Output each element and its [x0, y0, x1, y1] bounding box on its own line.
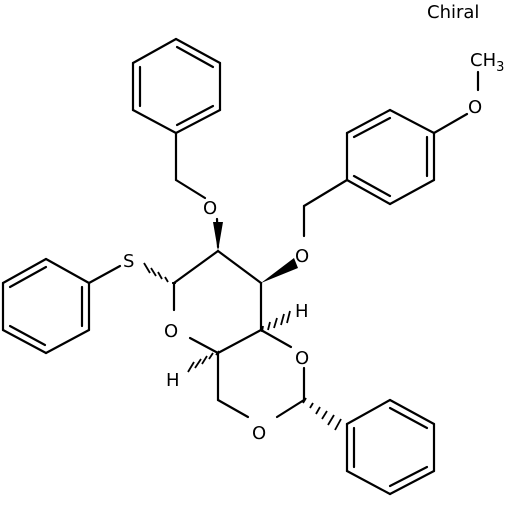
wedge-bond-c2-o [213, 222, 223, 251]
benzyl-phenyl-ring [131, 37, 222, 135]
chiral-flag: Chiral [427, 2, 479, 23]
acetal-oxygen-right-label: O [295, 348, 309, 369]
benzylidene-phenyl-ring [345, 398, 436, 496]
dioxane-ring [216, 328, 306, 419]
methoxy-group [432, 70, 480, 135]
acetal-carbon-bonds [275, 398, 306, 419]
benzyl-linker [174, 131, 220, 249]
hydrogen-top-label: H [295, 301, 309, 322]
methyl-subscript: 3 [496, 60, 504, 75]
hydrogen-bottom-label: H [166, 370, 180, 391]
methyl-label: CH3 [470, 50, 504, 75]
ring-oxygen-label: O [164, 321, 178, 342]
s-phenyl-bond [87, 264, 122, 285]
pyranose-ring [172, 249, 263, 355]
pmb-oxygen-label: O [295, 246, 309, 267]
anomeric-thio-hash-bond [143, 262, 176, 284]
benzyl-oxygen-label: O [203, 198, 217, 219]
stereo-h-top-hash [261, 310, 291, 333]
acetal-phenyl-hash-bond [302, 397, 342, 431]
thiophenyl-ring [1, 257, 91, 355]
wedge-bond-c3-o [261, 258, 298, 283]
acetal-oxygen-bottom-label: O [252, 423, 266, 444]
methoxy-oxygen-label: O [468, 97, 482, 118]
pmb-linker [302, 178, 349, 238]
methyl-ch-text: CH [470, 50, 496, 71]
methoxyphenyl-ring [345, 108, 436, 206]
sulfur-label: S [123, 251, 134, 272]
stereo-h-bottom-hash [187, 350, 220, 373]
